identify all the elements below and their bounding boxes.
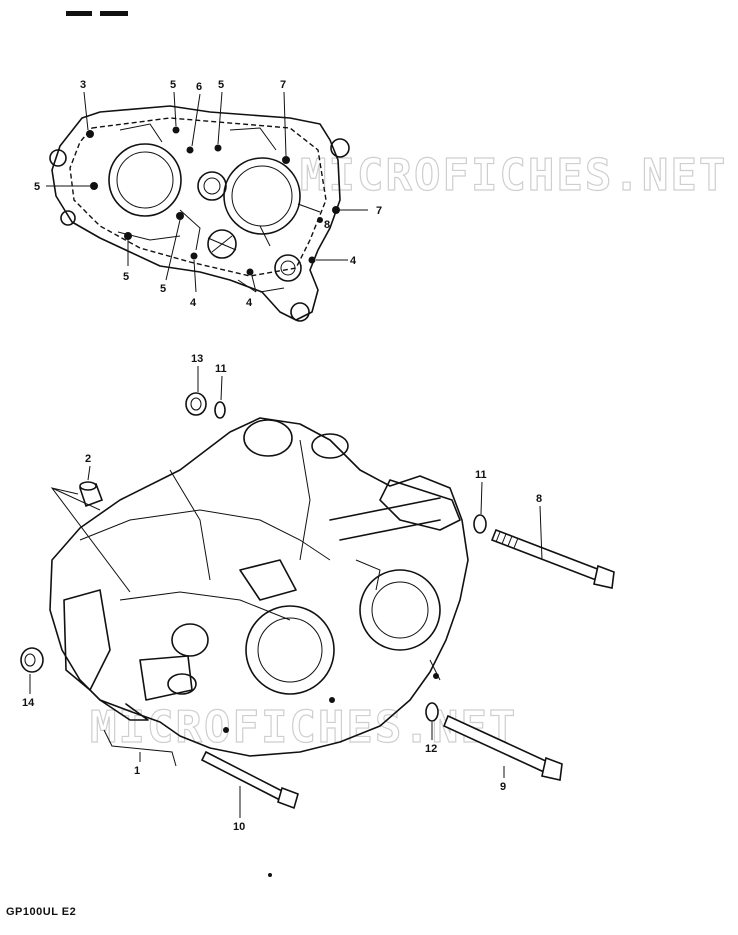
- watermark-top: MICROFICHES.NET: [300, 150, 727, 201]
- watermark-bottom: MICROFICHES.NET: [90, 702, 517, 753]
- callout-4-a: 4: [350, 255, 357, 267]
- cap-13: [185, 392, 207, 416]
- callout-5-b: 5: [218, 79, 224, 91]
- washer-11-a: [214, 401, 226, 419]
- callout-5-e: 5: [160, 283, 166, 295]
- callout-1: 1: [134, 765, 140, 777]
- callout-11-a: 11: [215, 363, 227, 375]
- washer-11-b: [473, 514, 487, 534]
- callout-10: 10: [233, 821, 245, 833]
- crankcase-inner-view: [49, 105, 350, 322]
- small-parts: [20, 392, 615, 810]
- callout-8: 8: [536, 493, 542, 505]
- callout-5-a: 5: [170, 79, 176, 91]
- callout-4-b: 4: [190, 297, 197, 309]
- callout-4-c: 4: [246, 297, 253, 309]
- bolt-8: [490, 528, 602, 582]
- header-marks: [66, 11, 128, 16]
- callout-13: 13: [191, 353, 203, 365]
- top-callouts: 3 5 6 5 7 5 7 8 4 5 5 4 4: [34, 79, 382, 309]
- callout-3: 3: [80, 79, 86, 91]
- bottom-callouts: 13 11 2 11 8 14 1 12 9 10: [22, 353, 542, 833]
- callout-2: 2: [85, 453, 91, 465]
- top-leader-lines: [46, 91, 368, 293]
- washer-12: [425, 702, 439, 722]
- callout-6: 6: [196, 81, 202, 93]
- callout-8-small: 8: [324, 219, 330, 231]
- callout-12: 12: [425, 743, 437, 755]
- bottom-leader-lines: [29, 366, 543, 818]
- callout-7-b: 7: [376, 205, 382, 217]
- callout-7-a: 7: [280, 79, 286, 91]
- plug-14: [20, 647, 44, 673]
- callout-5-d: 5: [123, 271, 129, 283]
- callout-14: 14: [22, 697, 35, 709]
- model-code-label: GP100UL E2: [6, 906, 77, 918]
- crankcase-assembly-view: [49, 417, 469, 877]
- callout-5-c: 5: [34, 181, 40, 193]
- callout-9: 9: [500, 781, 506, 793]
- callout-11-b: 11: [475, 469, 487, 481]
- bolt-10: [200, 750, 286, 802]
